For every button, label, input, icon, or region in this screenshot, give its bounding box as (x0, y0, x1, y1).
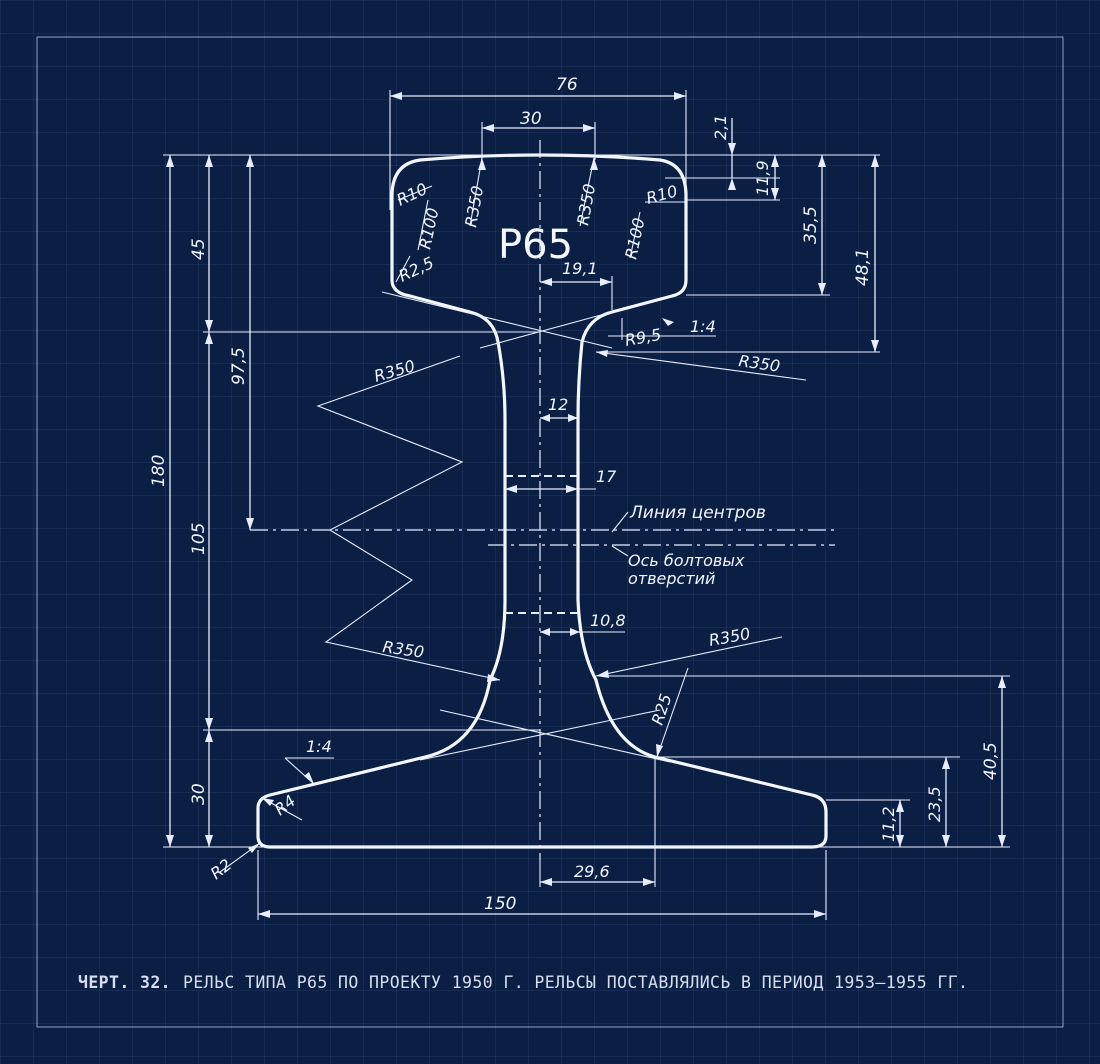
slope-foot-label: 1:4 (306, 737, 332, 756)
dim-2-1-label: 2,1 (711, 115, 730, 140)
figure-caption: ЧЕРТ. 32. РЕЛЬС ТИПА Р65 ПО ПРОЕКТУ 1950 … (78, 973, 968, 992)
r350-web-left-bottom-label: R350 (381, 637, 425, 662)
center-line-label: Линия центров (629, 503, 766, 523)
r2-5-label: R2,5 (396, 253, 437, 286)
r100-left-label: R100 (415, 206, 442, 251)
caption-prefix: ЧЕРТ. 32. (78, 973, 171, 992)
r350-web-left-top-label: R350 (372, 356, 417, 386)
extension-lines (163, 90, 1010, 920)
dim-11-2-label: 11,2 (879, 806, 898, 842)
dim-10-8-label: 10,8 (590, 611, 626, 630)
neck-cross-2 (479, 311, 613, 349)
dim-48-1-label: 48,1 (853, 248, 873, 286)
dim-45-label: 45 (189, 238, 209, 260)
foot-cross-1 (419, 709, 661, 761)
dim-29-6-label: 29,6 (574, 862, 610, 881)
drawing-frame (36, 36, 1064, 1028)
bolt-axis-label-2: отверстий (628, 569, 715, 588)
dim-12-label: 12 (548, 395, 568, 414)
dim-30-label: 30 (520, 109, 542, 129)
r2-label: R2 (207, 855, 235, 883)
dim-105-label: 105 (189, 523, 209, 555)
r350-head-left-label: R350 (461, 184, 487, 228)
slope-head-label: 1:4 (690, 317, 716, 336)
dim-23-5-label: 23,5 (925, 786, 944, 822)
profile-label: Р65 (498, 222, 573, 268)
r10-left-label: R10 (394, 179, 431, 210)
dim-35-5-label: 35,5 (801, 206, 821, 244)
dim-76-label: 76 (556, 75, 578, 95)
r350-head-right-label: R350 (573, 182, 599, 226)
foot-cross-2 (439, 709, 671, 763)
r350-web-right-bottom-label: R350 (707, 624, 751, 650)
neck-cross-1 (381, 291, 613, 349)
dim-11-9-label: 11,9 (753, 160, 772, 196)
dim-40-5-label: 40,5 (981, 742, 1001, 780)
dim-19-1-label: 19,1 (562, 259, 598, 278)
dim-150-label: 150 (484, 894, 516, 914)
r10-right-label: R10 (644, 181, 679, 208)
r25-label: R25 (648, 691, 676, 727)
r9-5-label: R9,5 (623, 325, 662, 350)
r100-right-label: R100 (621, 216, 648, 261)
dim-17-label: 17 (596, 467, 617, 486)
dim-97-5-label: 97,5 (229, 347, 249, 385)
caption-text: РЕЛЬС ТИПА Р65 ПО ПРОЕКТУ 1950 Г. РЕЛЬСЫ… (183, 973, 968, 992)
radius-leaders (219, 157, 807, 873)
bolt-axis-label-1: Ось болтовых (628, 551, 745, 570)
dim-180-label: 180 (149, 455, 169, 487)
dim-30-foot-label: 30 (189, 783, 209, 805)
